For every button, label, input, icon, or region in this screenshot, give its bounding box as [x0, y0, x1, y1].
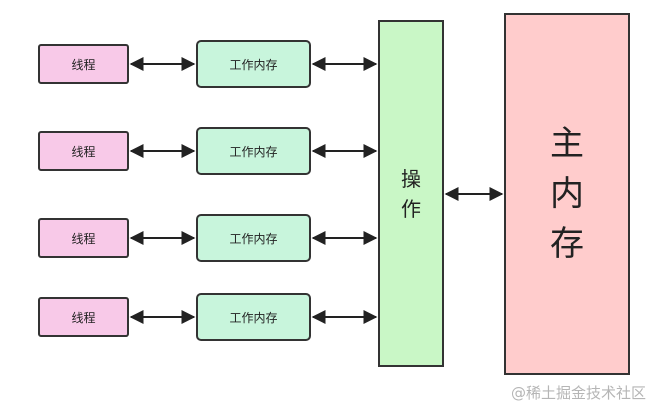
work-memory-box: 工作内存 — [196, 293, 311, 341]
watermark: @稀土掘金技术社区 — [510, 384, 646, 402]
work-memory-box: 工作内存 — [196, 40, 311, 88]
main-memory-box: 主内存 — [504, 13, 630, 375]
work-memory-box: 工作内存 — [196, 127, 311, 175]
operation-label: 操作 — [401, 166, 421, 221]
thread-box: 线程 — [38, 44, 129, 84]
thread-box: 线程 — [38, 218, 129, 258]
work-memory-box: 工作内存 — [196, 214, 311, 262]
thread-box: 线程 — [38, 131, 129, 171]
main-memory-label: 主内存 — [550, 124, 584, 264]
thread-box: 线程 — [38, 297, 129, 337]
operation-box: 操作 — [378, 20, 444, 367]
